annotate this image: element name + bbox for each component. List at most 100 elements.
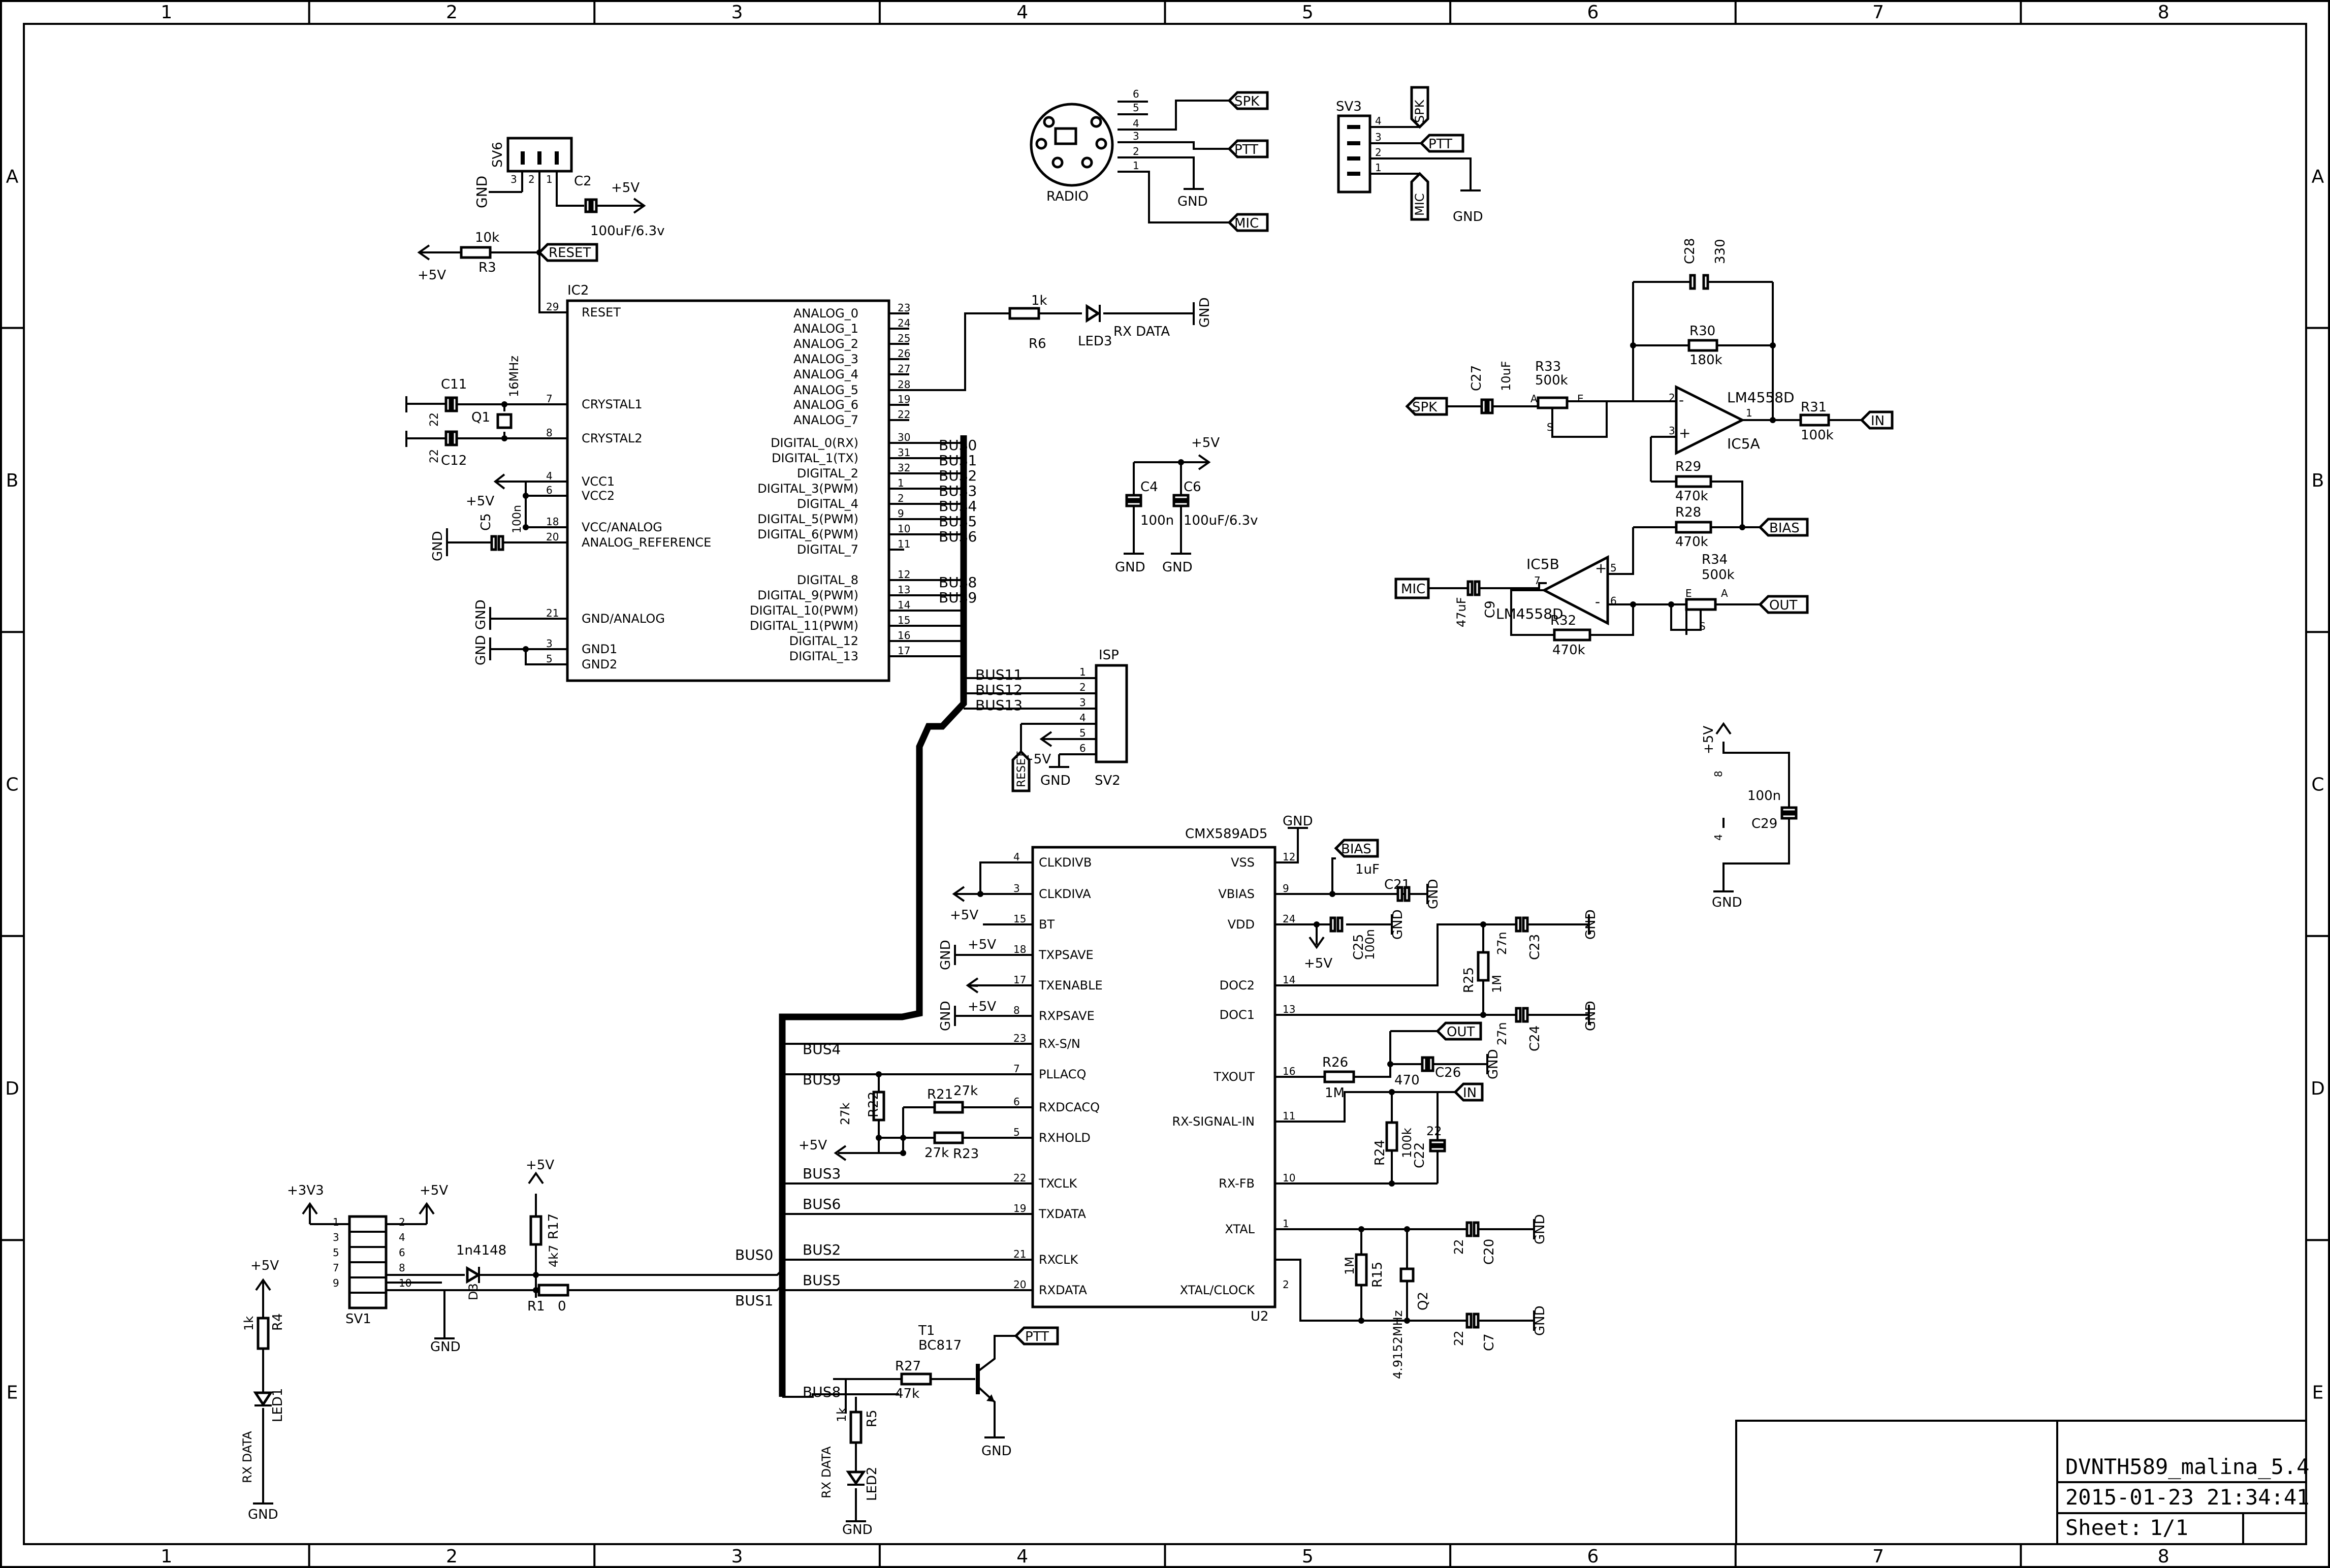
sv1-gnd: GND xyxy=(430,1339,461,1355)
u2-pin-number: 17 xyxy=(1013,974,1026,986)
ic2-pin-number: 21 xyxy=(546,607,559,619)
c26-gnd: GND xyxy=(1486,1049,1501,1079)
u2-bus9-label: BUS9 xyxy=(803,1071,841,1088)
c29-5v: +5V xyxy=(1701,726,1716,754)
d3-value: 1n4148 xyxy=(456,1243,506,1258)
d3-label: D3 xyxy=(466,1283,481,1300)
c20-value: 22 xyxy=(1452,1239,1466,1255)
svg-text:1: 1 xyxy=(1079,666,1086,678)
vdd-5v: +5V xyxy=(1304,956,1332,971)
u2-pin-name: XTAL/CLOCK xyxy=(1180,1283,1256,1297)
radio-label: RADIO xyxy=(1046,189,1089,204)
t1-ptt: PTT xyxy=(1025,1329,1049,1345)
t1-gnd: GND xyxy=(981,1444,1012,1459)
r26-value: 1M xyxy=(1325,1085,1345,1101)
ic2-pin-name: DIGITAL_11(PWM) xyxy=(750,619,858,633)
ic2-pin-name: VCC1 xyxy=(582,474,615,489)
u2-pin-name: DOC2 xyxy=(1220,978,1255,993)
r21-label: R21 xyxy=(927,1087,953,1102)
frame-row-right: B xyxy=(2312,470,2324,491)
u2-pin-name: XTAL xyxy=(1225,1222,1255,1236)
c23-value: 27n xyxy=(1495,932,1509,955)
led1-rx-data: RX DATA xyxy=(240,1431,254,1483)
ic2-pin-name: DIGITAL_12 xyxy=(789,634,858,648)
ic2: IC2 RESET29CRYSTAL17CRYSTAL28VCC14VCC26V… xyxy=(546,283,910,682)
u2-pin-name: RXDATA xyxy=(1039,1283,1088,1297)
u2: CMX589AD5 U2 CLKDIVB4CLKDIVA3BT15TXPSAVE… xyxy=(1013,826,1295,1324)
sv1-bus1-label: BUS1 xyxy=(735,1292,773,1309)
r32-label: R32 xyxy=(1550,613,1576,628)
c27-value: 10uF xyxy=(1499,361,1513,391)
c25-value: 100n xyxy=(1363,929,1377,960)
c24-value: 27n xyxy=(1495,1022,1509,1045)
sv6-label: SV6 xyxy=(490,142,505,168)
r3-5v: +5V xyxy=(418,268,446,283)
c23-gnd: GND xyxy=(1583,909,1599,940)
frame-row-right: A xyxy=(2312,166,2324,187)
svg-text:3: 3 xyxy=(510,173,517,185)
svg-text:4: 4 xyxy=(399,1231,405,1243)
u2-gnd-top: GND xyxy=(1283,814,1313,829)
led2-indicator: R5 1k LED2 RX DATA GND xyxy=(819,1397,880,1538)
u2-bus6-label: BUS6 xyxy=(803,1196,841,1212)
ic2-pin-number: 28 xyxy=(898,378,910,391)
r26-label: R26 xyxy=(1322,1055,1348,1070)
u2-pin-name: DOC1 xyxy=(1220,1008,1255,1022)
bus2-label: BUS2 xyxy=(939,467,977,484)
mcu-gnd: GND GND xyxy=(473,599,567,665)
frame-col-bottom: 8 xyxy=(2158,1546,2169,1567)
c20-label: C20 xyxy=(1482,1239,1497,1265)
ic5a-section: C28 330 R30 180k SPK C27 10uF R33 500k A… xyxy=(1405,238,1894,482)
reset-net-label: RESET xyxy=(549,245,591,261)
ic2-pin-name: ANALOG_3 xyxy=(793,352,858,366)
c4-gnd: GND xyxy=(1115,560,1145,575)
t1-value: BC817 xyxy=(918,1338,962,1353)
c11-label: C11 xyxy=(441,377,467,392)
ic5a-spk: SPK xyxy=(1412,400,1438,415)
ic2-pin-number: 4 xyxy=(546,470,553,482)
r3-value: 10k xyxy=(475,230,499,245)
ic2-pin-number: 25 xyxy=(898,332,910,344)
r17-label: R17 xyxy=(546,1213,561,1239)
r1-label: R1 xyxy=(527,1299,545,1314)
ic2-pin-name: DIGITAL_10(PWM) xyxy=(750,603,858,618)
ic2-pin-name: DIGITAL_3(PWM) xyxy=(757,482,858,496)
frame-col-top: 4 xyxy=(1016,2,1028,23)
q1-value: 16MHz xyxy=(507,356,521,397)
ic2-pin-number: 24 xyxy=(898,317,910,329)
ic2-pin-name: DIGITAL_13 xyxy=(789,649,858,663)
svg-text:1: 1 xyxy=(1133,159,1139,172)
svg-text:6: 6 xyxy=(399,1246,405,1259)
u2-pin-number: 24 xyxy=(1283,913,1295,925)
r15-value: 1M xyxy=(1343,1257,1357,1275)
r34-label: R34 xyxy=(1702,552,1728,567)
ic2-pin-number: 1 xyxy=(898,477,904,489)
gnd-analog-label: GND xyxy=(473,599,489,630)
r5-label: R5 xyxy=(865,1410,880,1427)
ic2-pin-number: 17 xyxy=(898,645,910,657)
ic2-pin-name: ANALOG_2 xyxy=(793,337,858,351)
c21-label: C21 xyxy=(1384,877,1410,892)
title-sheet: 1/1 xyxy=(2150,1515,2188,1540)
svg-text:-: - xyxy=(1679,392,1684,408)
u2-pin-name: RXHOLD xyxy=(1039,1131,1091,1145)
level-shift: +5V 1n4148 D3 R17 4k7 R1 0 xyxy=(386,1158,783,1314)
u2-out: OUT xyxy=(1447,1025,1475,1040)
c2-capacitor: C2 100uF/6.3v +5V xyxy=(574,174,665,239)
radio-connector: RADIO 6 5 4 3 2 1 SPK PTT MIC GND xyxy=(1030,88,1269,232)
sv6-gnd: GND xyxy=(473,176,490,208)
c21-value: 1uF xyxy=(1355,862,1380,877)
led3-gnd: GND xyxy=(1197,297,1212,328)
u2-5v-txp: +5V xyxy=(968,937,996,952)
mcu-power: +5V GND C5 100n xyxy=(430,473,567,561)
bus9-label: BUS9 xyxy=(939,589,977,606)
ic2-pin-name: DIGITAL_0(RX) xyxy=(771,436,858,450)
isp-reset: RESET xyxy=(1015,751,1028,787)
r25-value: 1M xyxy=(1490,975,1504,993)
svg-text:1: 1 xyxy=(333,1216,339,1228)
bus6-label: BUS6 xyxy=(939,528,977,545)
sv1-label: SV1 xyxy=(345,1311,371,1327)
led3-label: LED3 xyxy=(1078,334,1112,349)
frame-row-left: D xyxy=(5,1078,19,1099)
led1-indicator: +5V R4 1k LED1 RX DATA GND xyxy=(240,1258,285,1522)
